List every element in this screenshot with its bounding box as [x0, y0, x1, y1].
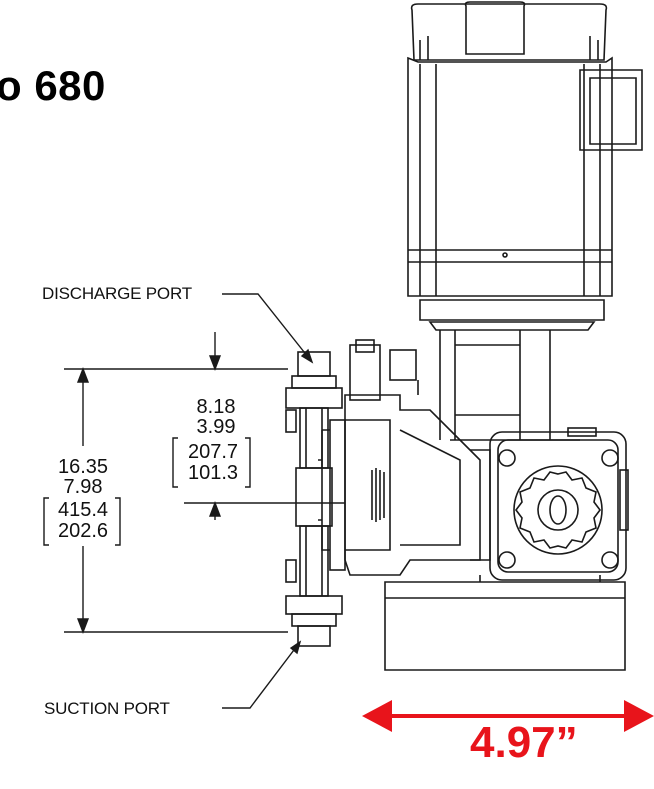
- inner-dim-in-a: 8.18: [196, 396, 236, 418]
- mm-brackets: [43, 437, 251, 546]
- page-title: o 680: [0, 62, 106, 109]
- inner-dim-mm-a: 207.7: [187, 441, 239, 463]
- motor: [407, 1, 643, 331]
- check-valves: [285, 351, 343, 647]
- width-arrow: [362, 700, 654, 732]
- width-dimension-label: 4.97”: [470, 718, 578, 767]
- suction-port-label: SUCTION PORT: [44, 699, 170, 718]
- inner-dim-in-b: 3.99: [196, 416, 236, 438]
- pump-head: [318, 339, 491, 576]
- gearbox-neck: [439, 330, 580, 441]
- outer-dim-mm-a: 415.4: [57, 499, 109, 521]
- gearbox-body: [489, 427, 629, 581]
- dimension-lines: [64, 332, 345, 634]
- base: [384, 575, 626, 671]
- discharge-port-label: DISCHARGE PORT: [42, 284, 192, 303]
- inner-dim-mm-b: 101.3: [187, 462, 239, 484]
- leader-lines: [222, 293, 314, 709]
- outer-dim-in-a: 16.35: [57, 456, 109, 478]
- outer-dim-mm-b: 202.6: [57, 520, 109, 542]
- outer-dim-in-b: 7.98: [63, 476, 103, 498]
